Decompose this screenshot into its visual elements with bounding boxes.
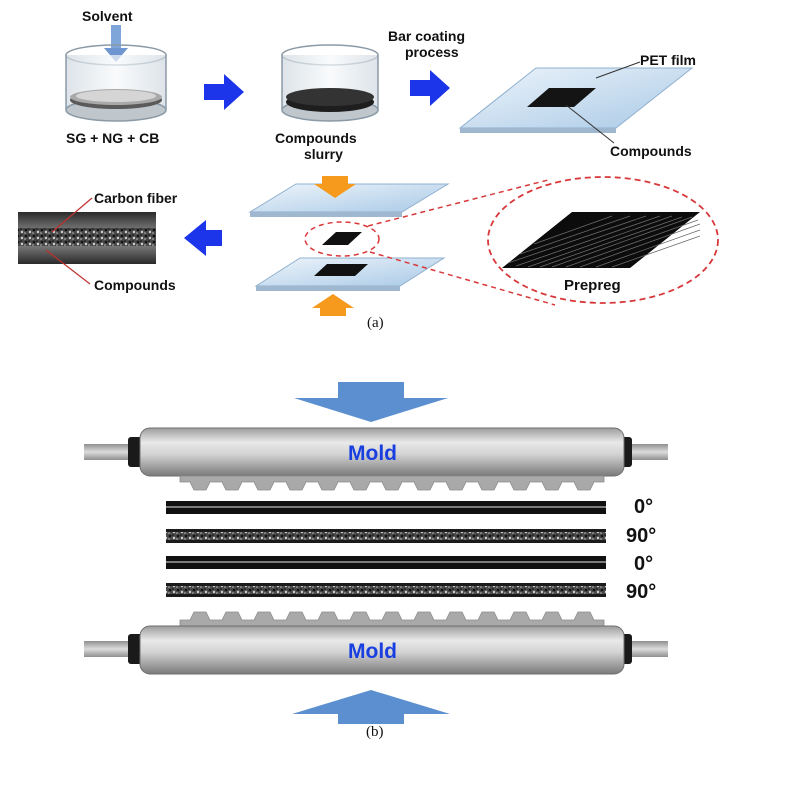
layer-label-3: 0° <box>634 553 654 575</box>
zoom-circle-prepreg <box>487 176 719 304</box>
pet-film-label: PET film <box>640 52 697 68</box>
carbon-fiber-cross-section <box>18 197 156 285</box>
mold-bottom-label: Mold <box>348 640 397 663</box>
press-arrow-up-icon <box>292 690 450 724</box>
layer-label-4: 90° <box>626 581 657 603</box>
mold-top <box>84 427 668 491</box>
arrow-right-icon <box>410 70 450 106</box>
lower-film <box>254 257 446 291</box>
compound-layer <box>322 232 362 245</box>
panel-b <box>84 382 668 724</box>
prepreg-fibers <box>502 212 701 268</box>
caption-a: (a) <box>367 315 384 331</box>
panel-a <box>18 25 719 316</box>
zoom-circle-small <box>304 221 380 257</box>
prepreg-label: Prepreg <box>564 277 621 294</box>
layer-0deg-2 <box>166 556 606 569</box>
mold-bottom-teeth <box>179 611 605 629</box>
bar-coating-label-line2: process <box>405 44 459 60</box>
layer-90deg-2 <box>166 583 606 597</box>
compounds-film-label: Compounds <box>610 143 692 159</box>
bar-coating-label-line1: Bar coating <box>388 28 466 44</box>
press-arrow-down-icon <box>294 382 448 422</box>
carbon-fiber-label: Carbon fiber <box>94 190 178 206</box>
mold-top-teeth <box>179 475 605 491</box>
mold-top-label: Mold <box>348 442 397 465</box>
beaker-slurry <box>281 44 379 122</box>
caption-b: (b) <box>366 724 384 740</box>
beaker-mixture <box>65 44 167 122</box>
solvent-label: Solvent <box>82 8 133 24</box>
mixture-label: SG + NG + CB <box>66 130 160 146</box>
compounds-cross-label: Compounds <box>94 277 176 293</box>
arrow-left-icon <box>184 220 222 256</box>
layer-90deg-1 <box>166 529 606 543</box>
layer-label-2: 90° <box>626 525 657 547</box>
arrow-right-icon <box>204 74 244 110</box>
slurry-label-line1: Compounds <box>275 130 357 146</box>
layer-label-1: 0° <box>634 496 654 518</box>
mold-bottom <box>84 611 668 675</box>
layer-0deg-1 <box>166 501 606 514</box>
slurry-label-line2: slurry <box>304 146 343 162</box>
press-arrow-down-icon <box>314 176 356 198</box>
press-arrow-up-icon <box>312 294 354 316</box>
upper-film <box>248 183 450 217</box>
pet-film-sheet <box>458 61 694 144</box>
